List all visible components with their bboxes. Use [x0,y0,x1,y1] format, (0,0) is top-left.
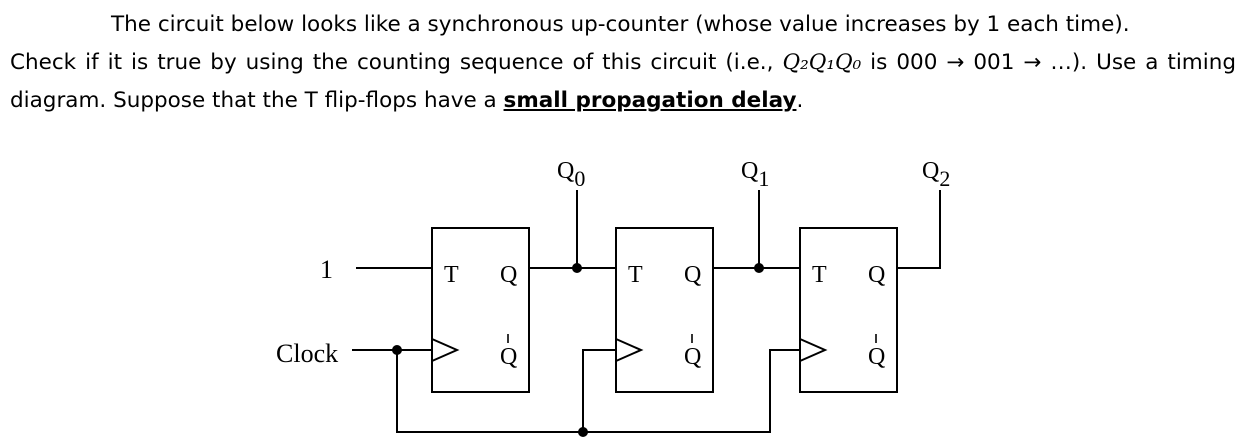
flip-flop-1-box [615,227,714,393]
q0-output-label: Q0 [557,158,585,191]
ff0-qbar-label: Q [500,344,517,370]
ff2-q-label: Q [868,262,885,288]
clock-input-triangle-1 [615,338,644,362]
ff1-q-label: Q [684,262,701,288]
flip-flop-2-box [799,227,898,393]
question-line-3-pre: timing diagram. Suppose that the T flip-… [10,50,1237,113]
clock-bus-junction-dot [578,427,588,437]
ff0-t-label: T [444,262,459,288]
question-text: The circuit below looks like a synchrono… [10,6,1236,120]
clock-label: Clock [276,339,338,368]
ff2-qbar-label: Q [868,344,885,370]
q1-output-name: Q [741,158,758,184]
q0-output-subscript: 0 [574,166,585,191]
question-line-2-pre: Check if it is true by using the countin… [10,50,783,75]
q2-output-name: Q [922,158,939,184]
q-sequence-variable: Q₂Q₁Q₀ [782,50,862,75]
q1-output-subscript: 1 [758,166,769,191]
q2-output-label: Q2 [922,158,950,191]
clock-bus-wire [396,349,800,433]
question-line-2: Check if it is true by using the countin… [10,50,1158,75]
flip-flop-0-box [431,227,530,393]
clock-junction-dot [392,345,402,355]
clock-branch-wire [582,349,616,432]
propagation-delay-emphasis: small propagation delay [503,88,797,113]
q1-junction-dot [754,263,764,273]
question-line-1: The circuit below looks like a synchrono… [111,12,1130,37]
q0-output-name: Q [557,158,574,184]
question-line-3-post: . [796,88,804,113]
ff1-t-label: T [628,262,643,288]
q2-output-subscript: 2 [939,166,950,191]
q2-output-wire [897,190,941,269]
clock-input-triangle-0 [431,338,460,362]
clock-input-triangle-2 [799,338,828,362]
question-line-2-post: is 000 → 001 → …). Use a [861,50,1159,75]
ff0-q-label: Q [500,262,517,288]
ff1-qbar-label: Q [684,344,701,370]
ff2-t-label: T [812,262,827,288]
input-one-label: 1 [320,255,333,284]
question-line-3: timing diagram. Suppose that the T flip-… [10,50,1236,113]
q0-junction-dot [572,263,582,273]
q1-output-label: Q1 [741,158,769,191]
